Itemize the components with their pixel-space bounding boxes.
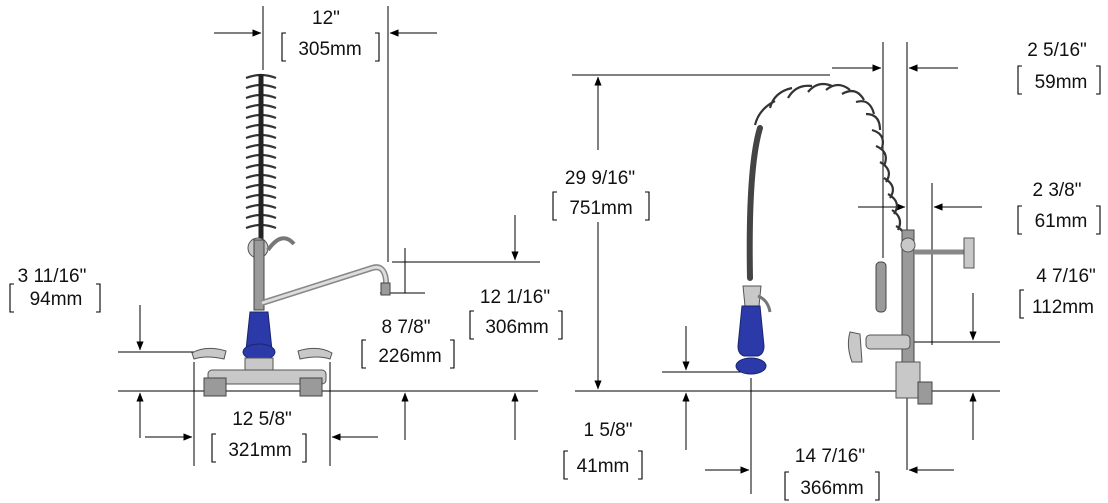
side-view: [572, 42, 1000, 494]
dim-width-total: 12" 305mm: [281, 8, 380, 62]
dim-spray-height-imperial: 1 5/8": [583, 420, 632, 441]
dim-overall-height-imperial: 29 9/16": [565, 168, 635, 189]
dim-valve-height: 4 7/16" 112mm: [1019, 266, 1096, 319]
dim-riser-offset-top-metric: 59mm: [1035, 72, 1088, 93]
dim-centers-metric: 321mm: [228, 440, 291, 461]
dim-riser-offset-mid-imperial: 2 3/8": [1032, 180, 1081, 201]
front-view: [118, 6, 540, 466]
dim-riser-offset-mid: 2 3/8" 61mm: [1017, 180, 1101, 235]
dim-handle-height-imperial: 3 11/16": [18, 266, 87, 287]
dim-riser-offset-mid-metric: 61mm: [1035, 211, 1088, 232]
dim-spray-reach: 14 7/16" 366mm: [784, 446, 880, 501]
dim-riser-offset-top-imperial: 2 5/16": [1027, 40, 1087, 61]
dim-valve-height-imperial: 4 7/16": [1036, 266, 1096, 287]
front-faucet-illustration: [191, 73, 391, 397]
side-faucet-illustration: [735, 82, 975, 405]
dim-spray-reach-metric: 366mm: [800, 478, 863, 499]
dim-width-total-imperial: 12": [312, 8, 340, 29]
dim-spout-reach: 8 7/8" 226mm: [361, 317, 455, 369]
dim-spray-reach-imperial: 14 7/16": [795, 446, 865, 467]
dim-height-spout-metric: 306mm: [485, 317, 548, 338]
dim-riser-offset-top: 2 5/16" 59mm: [1017, 40, 1101, 95]
side-coil-spring: [746, 82, 906, 281]
dim-centers: 12 5/8" 321mm: [211, 409, 307, 463]
dim-overall-height: 29 9/16" 751mm: [552, 168, 650, 221]
front-coil-spring: [245, 73, 277, 240]
dim-spout-reach-imperial: 8 7/8": [381, 317, 430, 338]
dim-spout-reach-metric: 226mm: [378, 346, 441, 367]
dim-height-spout: 12 1/16" 306mm: [469, 287, 563, 340]
dim-handle-height-metric: 94mm: [30, 289, 83, 310]
dim-height-spout-imperial: 12 1/16": [480, 287, 550, 308]
dim-spray-height-metric: 41mm: [577, 456, 630, 477]
dim-valve-height-metric: 112mm: [1032, 297, 1094, 318]
dim-width-total-metric: 305mm: [298, 39, 361, 60]
dim-handle-height: 3 11/16" 94mm: [9, 266, 101, 313]
dim-centers-imperial: 12 5/8": [232, 409, 292, 430]
dim-overall-height-metric: 751mm: [569, 198, 632, 219]
dim-spray-height: 1 5/8" 41mm: [563, 420, 643, 480]
